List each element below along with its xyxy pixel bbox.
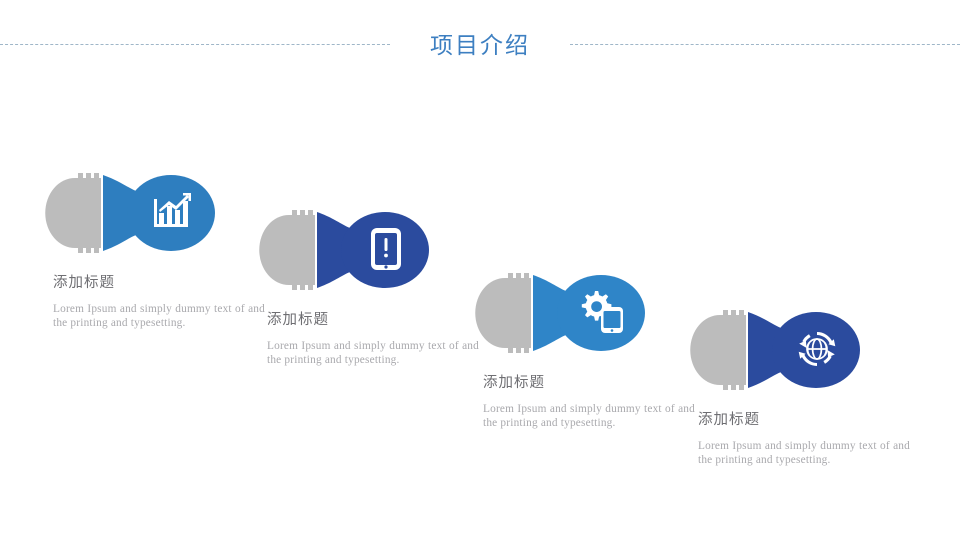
item-title-2: 添加标题	[267, 312, 329, 328]
bulb-shape-2	[259, 210, 429, 290]
item-title-3: 添加标题	[483, 375, 545, 391]
info-item-3[interactable]: 添加标题 Lorem Ipsum and simply dummy text o…	[475, 263, 695, 430]
bulb-graphic-3[interactable]	[475, 263, 655, 363]
info-item-4[interactable]: 添加标题 Lorem Ipsum and simply dummy text o…	[690, 300, 910, 467]
header-rule-left	[0, 43, 390, 45]
bulb-shape-3	[475, 273, 645, 353]
item-description-4: Lorem Ipsum and simply dummy text of and…	[698, 440, 910, 466]
item-title-1: 添加标题	[53, 275, 115, 291]
bulb-graphic-2[interactable]	[259, 200, 439, 300]
bulb-shape-4	[690, 310, 860, 390]
page-header: 项目介绍	[0, 26, 960, 60]
bulb-shape-1	[45, 173, 215, 253]
info-item-2[interactable]: 添加标题 Lorem Ipsum and simply dummy text o…	[259, 200, 479, 367]
bulb-graphic-4[interactable]	[690, 300, 870, 400]
info-item-1[interactable]: 添加标题 Lorem Ipsum and simply dummy text o…	[45, 163, 265, 330]
header-rule-right	[570, 43, 960, 45]
page-title: 项目介绍	[430, 32, 530, 58]
item-description-2: Lorem Ipsum and simply dummy text of and…	[267, 340, 479, 366]
item-title-4: 添加标题	[698, 412, 760, 428]
bulb-graphic-1[interactable]	[45, 163, 225, 263]
item-description-3: Lorem Ipsum and simply dummy text of and…	[483, 403, 695, 429]
item-description-1: Lorem Ipsum and simply dummy text of and…	[53, 303, 265, 329]
